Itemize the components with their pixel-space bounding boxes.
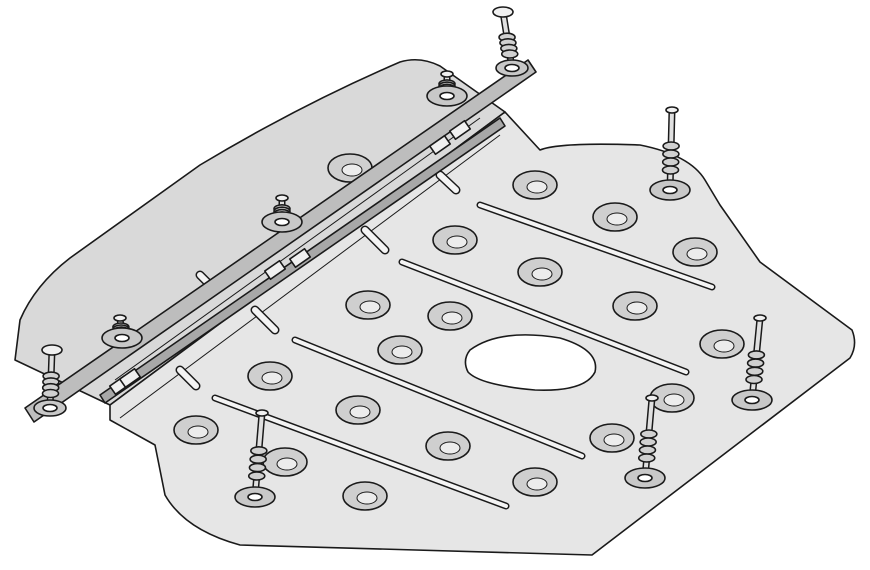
dimple-center	[626, 301, 648, 315]
washer-icon	[745, 374, 763, 385]
bolt-head	[41, 344, 63, 356]
washer-icon	[661, 157, 680, 167]
bar-clip	[448, 119, 472, 141]
dimple-center	[526, 180, 548, 194]
bolt-base-hole	[274, 217, 290, 227]
flap-bend-line	[114, 117, 481, 381]
dimple-center	[606, 212, 628, 226]
bolt-head	[275, 194, 289, 202]
washer-icon	[662, 149, 680, 159]
dimple-center	[441, 311, 463, 325]
dimple-center	[349, 405, 371, 419]
bar-clip	[428, 134, 452, 156]
washer-icon	[250, 445, 268, 456]
bolt-head	[665, 106, 679, 114]
washer-icon	[662, 141, 680, 151]
bolt-head	[440, 70, 454, 78]
bar-clip	[288, 247, 312, 269]
dimple-center	[187, 425, 209, 439]
bolt-base-hole	[744, 395, 760, 405]
main-plate	[109, 111, 856, 556]
washer-icon	[500, 49, 519, 59]
dimple-center	[531, 267, 553, 281]
washer-icon	[41, 388, 60, 399]
bolt-base-hole	[637, 473, 653, 483]
bolts-group	[33, 6, 773, 508]
bolt-head	[113, 314, 127, 322]
long-slot-inner	[478, 203, 714, 289]
bolt-base-hole	[114, 333, 130, 343]
bar-clip	[263, 259, 287, 281]
long-slot-inner	[400, 260, 688, 374]
dimple-center	[439, 441, 461, 455]
washer-icon	[639, 437, 657, 447]
bolt-base-hole	[247, 492, 263, 502]
short-slot-inner	[252, 307, 278, 333]
washer-icon	[638, 445, 657, 455]
bar-clip	[118, 367, 142, 389]
bolt-head	[753, 314, 767, 322]
short-slot-inner	[437, 172, 459, 193]
bolt-head	[492, 6, 514, 18]
dimple-center	[391, 345, 413, 359]
washer-icon	[247, 471, 266, 481]
dimple-center	[686, 247, 708, 261]
mounting-bar-group	[24, 59, 537, 423]
dimple-center	[446, 235, 468, 249]
center-hole	[464, 334, 597, 391]
short-slot-inner	[177, 367, 199, 389]
dimple-center	[603, 433, 625, 447]
washer-icon	[745, 366, 764, 377]
short-slot-inner	[362, 227, 388, 253]
bolt-base-hole	[504, 63, 520, 73]
washer-icon	[747, 350, 766, 360]
dimple-center	[261, 371, 283, 385]
bolt-base-hole	[439, 91, 455, 101]
dimple-center	[341, 163, 363, 177]
bolt-base-hole	[662, 185, 678, 195]
washer-icon	[637, 453, 656, 463]
dimple-center	[663, 393, 685, 407]
rear-flap	[14, 58, 506, 406]
bolt-base-hole	[42, 403, 58, 413]
dimple-center	[356, 491, 378, 505]
dimple-center	[276, 457, 298, 471]
washer-icon	[248, 462, 267, 473]
dimple-center	[359, 300, 381, 314]
mounting-bar	[24, 59, 537, 423]
washer-icon	[249, 454, 267, 465]
washer-icon	[661, 165, 680, 175]
bolt-head	[645, 394, 659, 402]
bolt-head	[255, 409, 269, 417]
dimple-center	[526, 477, 548, 491]
long-slot-inner	[293, 338, 584, 458]
dimple-center	[713, 339, 735, 353]
rear-flap-group	[14, 58, 506, 406]
washer-icon	[640, 429, 658, 439]
washer-icon	[746, 358, 765, 368]
